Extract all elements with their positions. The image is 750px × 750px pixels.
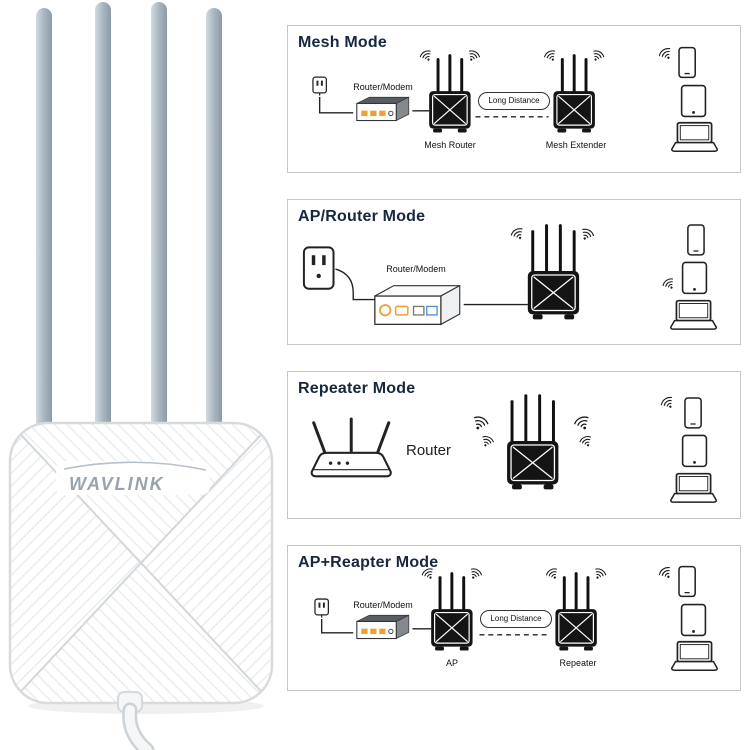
mesh-router-label: Mesh Router [424,140,476,150]
router-modem-label: Router/Modem [386,264,446,274]
antenna-4 [206,8,222,448]
wifi-icon [661,276,678,293]
panel-ap-router-mode: AP/Router Mode Router/Modem [287,199,741,345]
tablet-icon [681,261,708,295]
wifi-icon [418,48,435,64]
panel-title: Repeater Mode [298,380,416,397]
laptop-icon [669,299,718,330]
brand-swoosh [63,461,207,471]
wifi-icon [572,414,593,433]
mesh-extender-label: Mesh Extender [545,140,607,150]
outlet-icon [312,76,328,97]
wifi-router-icon [310,417,393,478]
ap-router-mode-diagram [302,224,718,330]
extender-3ant-icon [427,54,473,135]
antenna-2 [95,2,111,448]
ap-repeater-mode-diagram [314,565,719,672]
router-modem-label: Router/Modem [353,600,413,610]
extender-3ant-icon [553,572,599,653]
antenna-array [36,2,222,448]
tablet-icon [680,84,707,118]
laptop-icon [669,472,718,504]
wifi-icon [542,48,559,64]
laptop-icon [670,121,719,153]
long-distance-badge: Long Distance [480,610,552,628]
modem-icon [356,614,410,640]
extender-4ant-icon [505,394,560,491]
router-box-icon [373,284,461,326]
wifi-icon [589,48,606,64]
brand-logo: WAVLINK [69,474,165,494]
panel-repeater-mode: Repeater Mode Router [287,371,741,519]
mesh-mode-diagram [312,46,719,153]
tablet-icon [681,434,708,468]
poe-cable [117,691,155,750]
panel-mesh-mode: Mesh Mode Router/Modem Mesh Router Long … [287,25,741,173]
wifi-icon [657,565,675,582]
laptop-icon [670,640,719,672]
panel-title: Mesh Mode [298,34,387,51]
wifi-icon [467,566,484,582]
antenna-1 [36,8,52,448]
wifi-icon [470,414,490,433]
extender-4ant-icon [526,224,581,321]
wifi-icon [544,566,561,582]
outlet-icon [314,598,330,619]
wifi-icon [591,566,608,582]
router-modem-label: Router/Modem [353,82,413,92]
antenna-3 [151,2,167,448]
wifi-icon [479,434,495,450]
panel-title: AP/Router Mode [298,208,426,225]
wifi-icon [509,226,527,243]
panel-title: AP+Reapter Mode [298,554,439,571]
phone-icon [687,224,705,256]
router-label: Router [406,442,452,459]
phone-icon [678,565,697,598]
device-body: WAVLINK [8,421,274,705]
phone-icon [684,397,702,429]
phone-icon [678,46,697,79]
panel-ap-repeater-mode: AP+Reapter Mode Router/Modem AP Long Dis… [287,545,741,691]
repeater-label: Repeater [559,658,597,668]
wavlink-device-photo: WAVLINK [8,2,274,750]
tablet-icon [680,603,707,637]
wifi-icon [578,226,596,244]
wifi-icon [657,46,675,63]
wifi-icon [659,394,677,412]
extender-3ant-icon [429,572,475,653]
modem-icon [356,96,410,122]
wifi-icon [578,434,595,450]
wifi-icon [465,48,482,64]
ap-label: AP [445,658,458,668]
long-distance-badge: Long Distance [478,92,550,110]
extender-3ant-icon [551,54,597,135]
plug-icon [302,246,335,290]
